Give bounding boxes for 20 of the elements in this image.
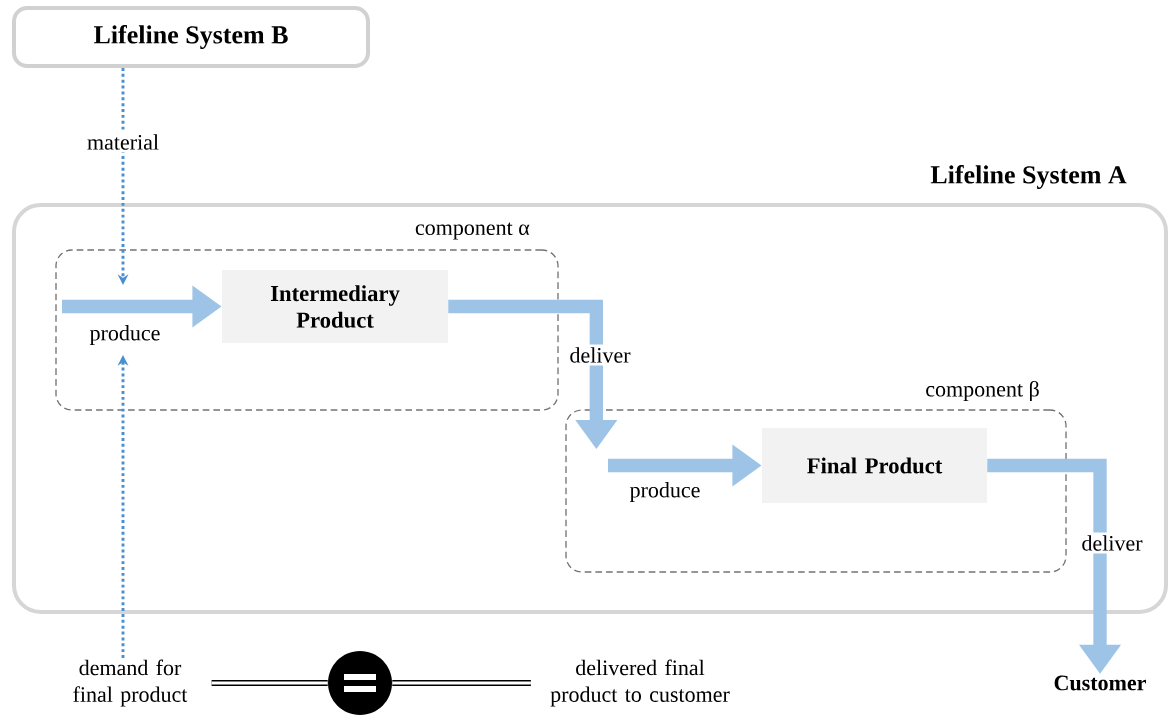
component-heading: component β (926, 380, 1039, 402)
edge-label: produce (89, 325, 160, 345)
system-box: Lifeline System B (12, 6, 370, 68)
product-box: Intermediary Product (222, 270, 448, 343)
edge-label: material (84, 131, 162, 153)
connector-line (211, 680, 328, 686)
component-box (55, 222, 559, 411)
component-box (565, 380, 1067, 573)
system-heading: Lifeline System A (930, 165, 1127, 189)
customer-label: Customer (1054, 675, 1146, 691)
product-box: Final Product (762, 428, 987, 503)
system-box (12, 165, 1168, 614)
flow-label: demand for final product (73, 659, 188, 707)
edge-label: produce (629, 482, 700, 502)
flow-label: delivered final product to customer (550, 659, 730, 707)
edge-label: deliver (566, 344, 634, 366)
component-heading: component α (415, 222, 530, 240)
connector-line (392, 680, 531, 686)
edge-label: deliver (1078, 532, 1146, 554)
equals-circle (328, 651, 392, 715)
